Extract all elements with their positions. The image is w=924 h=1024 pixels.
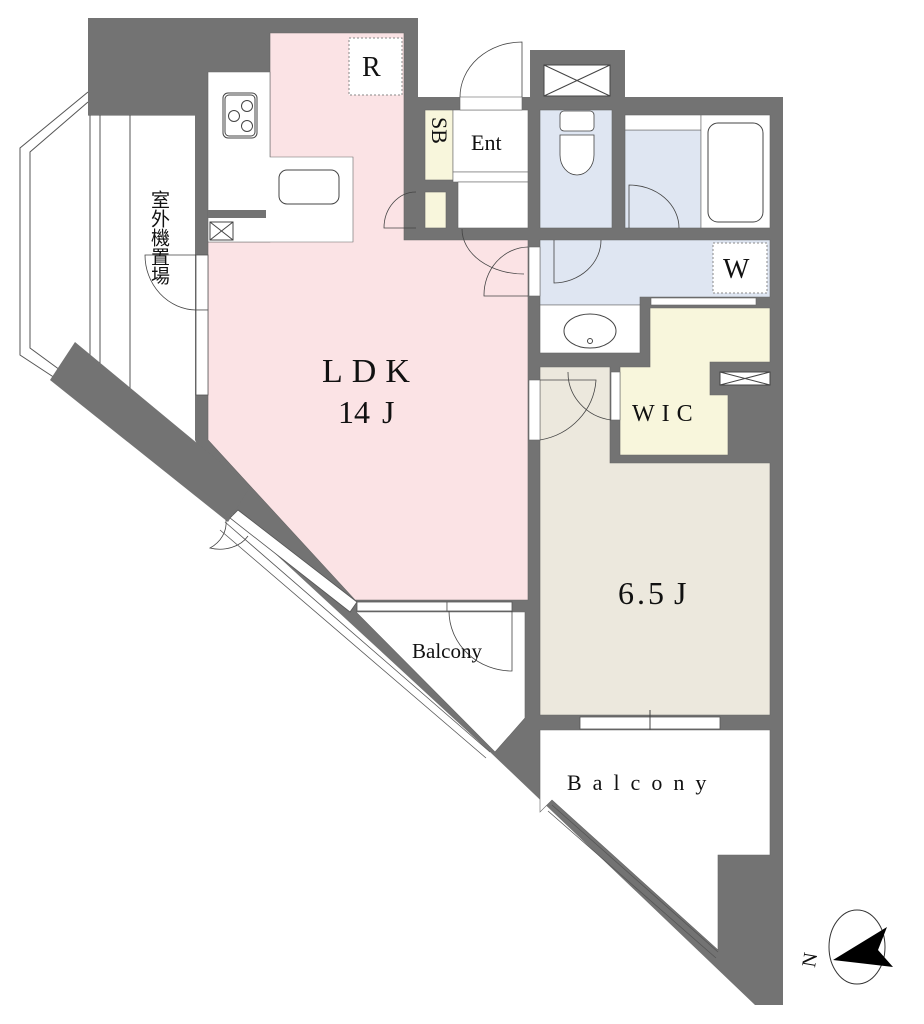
shoebox-label: SB [427,117,452,144]
balcony-large-label: Balcony [567,770,718,795]
sink-icon [278,169,340,205]
wic-floor [619,307,771,456]
washbasin-icon [563,313,617,349]
toilet-icon [559,110,595,176]
refrigerator-space [348,37,403,96]
washroom-door [528,246,541,297]
door-swing [383,191,417,229]
entrance-label: Ent [471,130,502,155]
ldk-label: LDK [322,353,419,390]
door-swing [144,254,197,311]
washer-label: W [723,254,750,285]
stove-icon [222,92,258,139]
pipe-space-icon [543,64,611,97]
outdoor-unit-label: 室外機置場 [148,190,169,285]
shoebox-lower [424,191,447,229]
compass-icon [828,909,893,985]
shoebox [424,109,454,181]
door-swing [553,239,602,284]
balcony-large [539,729,771,951]
door-swing [628,184,680,229]
refrigerator-label: R [362,52,381,83]
sliding-door [650,297,757,306]
diagonal-wall [50,342,250,522]
window [195,309,209,396]
bath-strip [624,114,702,131]
window [195,254,209,311]
ldk-diagonal-window [229,509,358,613]
drain-icon [587,338,593,344]
bath-anteroom [624,129,702,229]
door-swing [483,246,529,297]
door-swing [448,610,513,672]
bedroom-size: 6.5 J [618,575,690,611]
bedroom-door [528,379,541,441]
front-door-swing [459,41,523,98]
entrance-step [452,171,529,183]
door-swing [567,371,612,421]
vent-box-icon [719,371,771,386]
balcony-small [355,611,526,753]
kitchen-floor [207,71,354,243]
bedroom-floor [539,366,771,716]
ldk-balcony-window [356,601,448,612]
wic-label: WIC [632,401,700,427]
washer-space [712,242,768,294]
door-swing [539,379,597,441]
ldk-balcony-door [446,601,513,612]
bathtub-icon [707,122,764,223]
wic-door [610,371,621,421]
ldk-size: 14 J [338,394,395,430]
door-swing [461,228,525,275]
front-door-opening [459,96,523,111]
kitchen-counter-wall [208,210,266,218]
balcony-rail [219,521,719,959]
balcony-small-label: Balcony [412,639,482,663]
door-swing [208,519,249,550]
vent-box-icon [209,221,234,241]
entrance-hall [457,181,529,229]
